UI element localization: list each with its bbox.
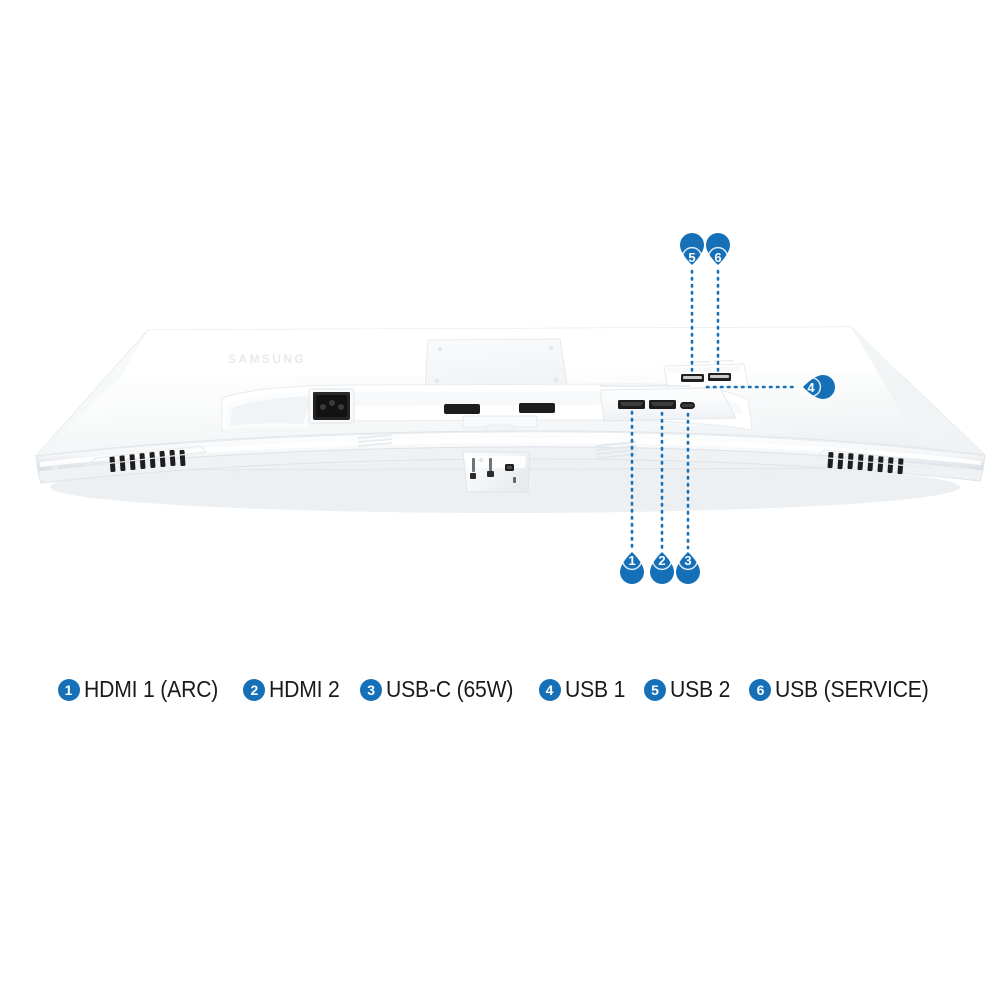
legend-label-1: HDMI 1 (ARC) xyxy=(83,676,218,702)
legend-badge-3: 3 xyxy=(360,678,383,701)
power-inlet-port xyxy=(308,388,355,424)
svg-text:SAMSUNG: SAMSUNG xyxy=(228,352,306,366)
usb-2-port xyxy=(681,374,704,382)
port-label-engraving xyxy=(600,360,734,387)
inner-vent-slots xyxy=(357,434,638,459)
usb-c-port xyxy=(680,402,695,409)
vent-grille-right xyxy=(814,449,932,475)
bottom-detail-marks xyxy=(52,466,958,473)
callout-badge-3[interactable]: 3 xyxy=(676,549,700,584)
usb-service-port xyxy=(708,373,731,381)
port-legend: 1 HDMI 1 (ARC) 2 HDMI 2 3 USB-C (65W) 4 … xyxy=(0,676,1000,703)
callout-badge-4[interactable]: 4 xyxy=(800,375,835,399)
legend-badge-1: 1 xyxy=(57,678,80,701)
usb-bay-upper xyxy=(663,363,749,390)
svg-text:4: 4 xyxy=(807,380,815,395)
stand-neck-mount xyxy=(462,451,531,493)
legend-label-5: USB 2 xyxy=(670,676,731,702)
legend-label-2: HDMI 2 xyxy=(269,676,340,702)
legend-badge-2: 2 xyxy=(243,678,266,701)
callout-badge-2[interactable]: 2 xyxy=(650,549,674,584)
legend-item-3: 3 USB-C (65W) xyxy=(360,676,524,703)
svg-text:1: 1 xyxy=(628,553,635,568)
stand-neck-slots xyxy=(444,403,555,433)
legend-badge-4: 4 xyxy=(538,678,561,701)
svg-text:6: 6 xyxy=(714,250,721,265)
svg-text:2: 2 xyxy=(658,553,665,568)
legend-item-6: 6 USB (SERVICE) xyxy=(749,676,942,703)
legend-label-6: USB (SERVICE) xyxy=(775,676,930,702)
svg-text:3: 3 xyxy=(684,553,691,568)
legend-badge-6: 6 xyxy=(749,678,772,701)
hdmi-1-port xyxy=(618,400,645,409)
legend-item-2: 2 HDMI 2 xyxy=(243,676,346,703)
callout-badge-5[interactable]: 5 xyxy=(680,233,704,268)
callout-leader-lines xyxy=(630,269,800,550)
callout-badge-1[interactable]: 1 xyxy=(620,549,644,584)
monitor-bottom-edge xyxy=(37,446,984,484)
panel-seam xyxy=(39,431,984,457)
legend-item-1: 1 HDMI 1 (ARC) xyxy=(57,676,230,703)
legend-label-3: USB-C (65W) xyxy=(386,676,514,702)
hdmi-2-port xyxy=(649,400,676,409)
callout-badge-6[interactable]: 6 xyxy=(706,233,730,268)
samsung-logo: SAMSUNG xyxy=(228,352,306,366)
legend-item-4: 4 USB 1 xyxy=(538,676,630,703)
legend-label-4: USB 1 xyxy=(564,676,625,702)
vent-grille-left xyxy=(84,445,208,473)
legend-badge-5: 5 xyxy=(644,678,666,701)
svg-text:5: 5 xyxy=(688,250,695,265)
legend-item-5: 5 USB 2 xyxy=(644,676,735,703)
